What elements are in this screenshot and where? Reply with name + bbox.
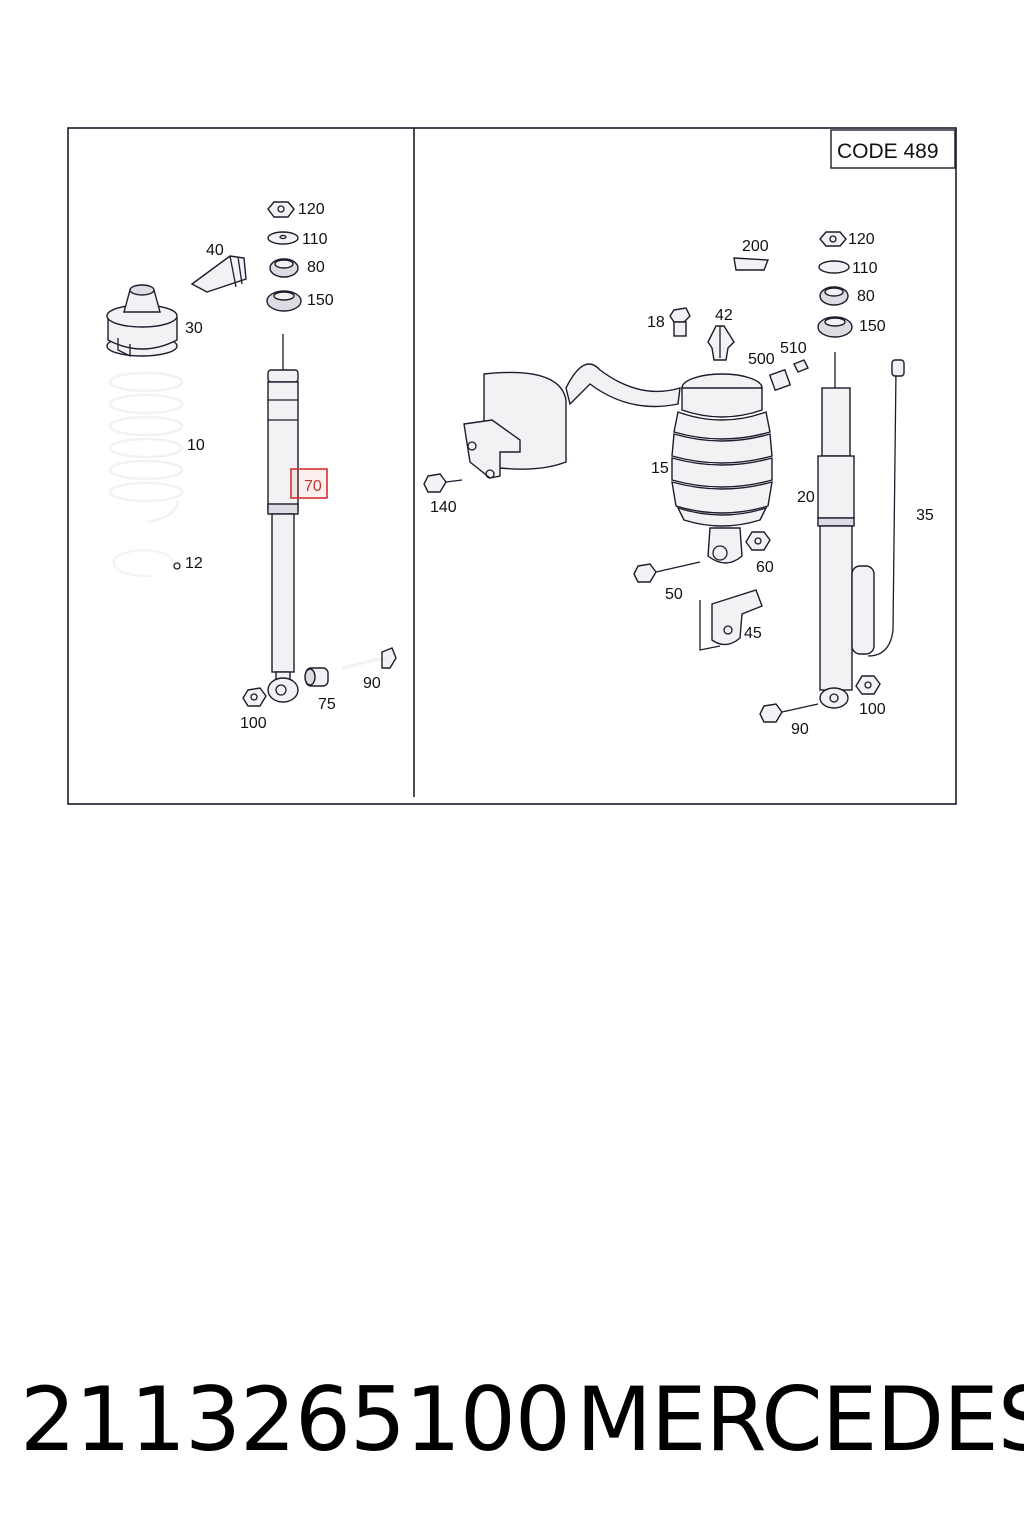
callout-right-120: 120 [848, 231, 875, 248]
callout-right-15: 15 [651, 460, 669, 477]
left-panel: 120 110 80 150 40 [106, 201, 397, 732]
strut-mount-icon [817, 316, 853, 338]
callout-left-100: 100 [240, 715, 267, 732]
callout-left-10: 10 [187, 437, 205, 454]
callout-right-100: 100 [859, 701, 886, 718]
callout-highlight-70: 70 [304, 478, 322, 495]
coil-spring-icon [108, 371, 184, 524]
shock-absorber-icon [817, 352, 855, 709]
callout-left-30: 30 [185, 320, 203, 337]
rubber-bushing-icon [269, 258, 299, 278]
callout-right-90: 90 [791, 721, 809, 738]
callout-right-45: 45 [744, 625, 762, 642]
callout-right-140: 140 [430, 499, 457, 516]
bracket-icon [699, 589, 763, 651]
brand-name: MERCEDES [576, 1368, 1024, 1471]
callout-left-120: 120 [298, 201, 325, 218]
diagram-frame [67, 127, 957, 805]
damper-line-icon [851, 359, 905, 657]
connector-icon [768, 368, 792, 392]
strut-mount-icon [266, 290, 302, 312]
shock-absorber-icon [267, 334, 299, 703]
callout-right-18: 18 [647, 314, 665, 331]
callout-left-80: 80 [307, 259, 325, 276]
valve-icon [669, 307, 691, 337]
clip-icon [707, 325, 735, 361]
bushing-icon [304, 667, 329, 687]
spring-seat-icon [106, 284, 178, 358]
callout-right-110: 110 [852, 260, 878, 277]
highlight-box-70 [290, 468, 328, 499]
callout-left-150: 150 [307, 292, 334, 309]
callout-right-80: 80 [857, 288, 875, 305]
callout-right-150: 150 [859, 318, 886, 335]
callout-right-500: 500 [748, 351, 775, 368]
nut-part-icon [267, 201, 295, 218]
part-number: 2113265100 [20, 1368, 571, 1471]
subframe-bracket-icon [463, 363, 681, 479]
callout-right-200: 200 [742, 238, 769, 255]
fitting-icon [793, 359, 809, 373]
nut-part-icon [819, 231, 847, 247]
bump-stop-icon [190, 255, 247, 293]
code-box [830, 129, 956, 169]
code-box-label: CODE 489 [837, 140, 939, 163]
callout-right-50: 50 [665, 586, 683, 603]
spring-pad-icon [112, 548, 181, 577]
nut-part-icon [855, 675, 881, 695]
callout-right-510: 510 [780, 340, 807, 357]
callout-left-90: 90 [363, 675, 381, 692]
callout-right-60: 60 [756, 559, 774, 576]
rubber-bushing-icon [819, 286, 849, 306]
callout-left-110: 110 [302, 231, 328, 248]
bolt-icon [341, 647, 397, 670]
nut-part-icon [242, 687, 267, 707]
callout-left-75: 75 [318, 696, 336, 713]
callout-left-12: 12 [185, 555, 203, 572]
callout-right-42: 42 [715, 307, 733, 324]
parts-diagram: CODE 489 120 110 80 150 40 [67, 127, 957, 805]
callout-left-40: 40 [206, 242, 224, 259]
callout-right-35: 35 [916, 507, 934, 524]
right-panel: 120 110 80 150 200 18 42 [423, 231, 934, 738]
air-spring-icon [671, 373, 773, 564]
footer: 2113265100 MERCEDES [0, 1370, 1024, 1470]
washer-part-icon [818, 260, 850, 274]
bolt-icon [423, 473, 463, 493]
nut-part-icon [745, 531, 771, 551]
wedge-icon [733, 257, 770, 271]
bolt-icon [759, 703, 819, 723]
bolt-icon [633, 561, 701, 583]
callout-right-20: 20 [797, 489, 815, 506]
